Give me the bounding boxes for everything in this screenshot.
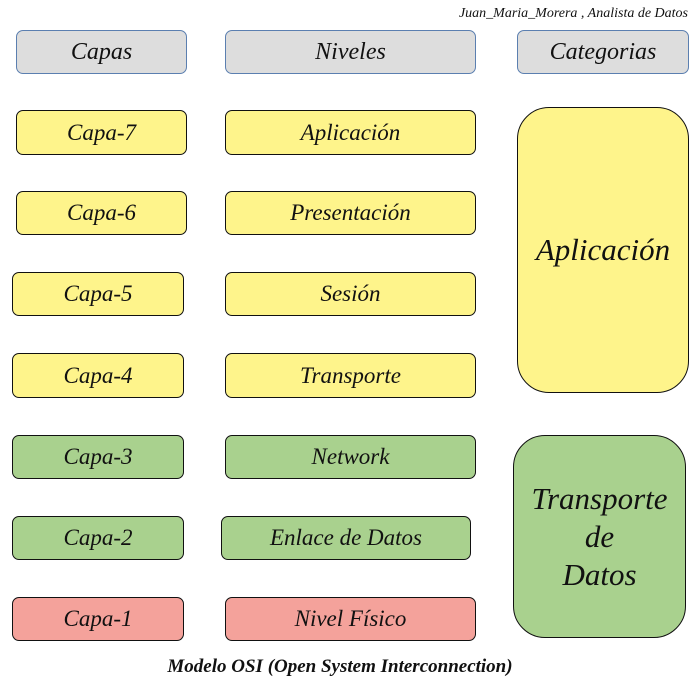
capa-2-box: Capa-2 <box>12 516 184 560</box>
nivel-enlace-box: Enlace de Datos <box>221 516 471 560</box>
categoria-aplicacion-box: Aplicación <box>517 107 689 393</box>
nivel-presentacion-box: Presentación <box>225 191 476 235</box>
capa-3-box: Capa-3 <box>12 435 184 479</box>
categoria-transporte-line-3: Datos <box>562 556 637 592</box>
header-categorias: Categorias <box>517 30 689 74</box>
capa-6-box: Capa-6 <box>16 191 187 235</box>
diagram-caption: Modelo OSI (Open System Interconnection) <box>167 656 513 677</box>
capa-1-box: Capa-1 <box>12 597 184 641</box>
nivel-network-box: Network <box>225 435 476 479</box>
nivel-sesion-box: Sesión <box>225 272 476 316</box>
categoria-transporte-line-1: Transporte <box>531 480 668 516</box>
categoria-transporte-line-2: de <box>584 518 615 554</box>
author-credit: Juan_Maria_Morera , Analista de Datos <box>458 6 688 21</box>
nivel-aplicacion-box: Aplicación <box>225 110 476 155</box>
nivel-transporte-box: Transporte <box>225 353 476 398</box>
capa-5-box: Capa-5 <box>12 272 184 316</box>
categoria-transporte-box: Transporte de Datos <box>513 435 686 638</box>
header-niveles: Niveles <box>225 30 476 74</box>
header-capas: Capas <box>16 30 187 74</box>
capa-4-box: Capa-4 <box>12 353 184 398</box>
nivel-fisico-box: Nivel Físico <box>225 597 476 641</box>
capa-7-box: Capa-7 <box>16 110 187 155</box>
